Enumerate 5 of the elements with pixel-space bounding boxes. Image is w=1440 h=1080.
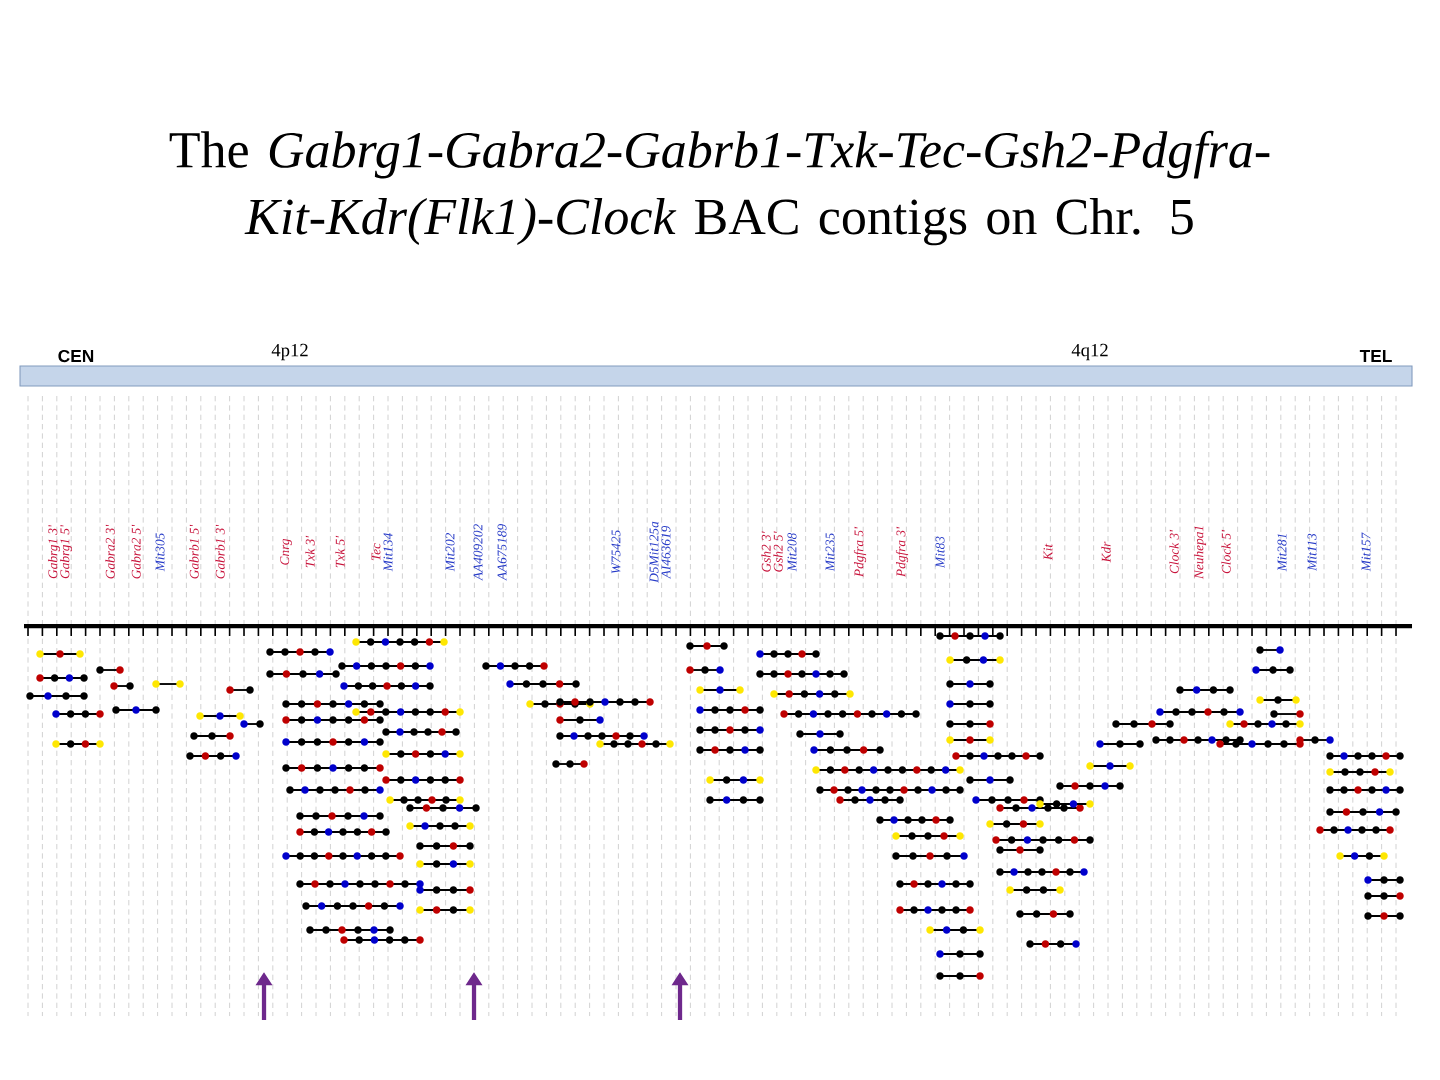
band-label: TEL — [1359, 350, 1392, 362]
band-label: CEN — [58, 349, 94, 363]
band-label: 4q12 — [1071, 343, 1108, 361]
band-label: 4p12 — [271, 343, 308, 361]
title: The Gabrg1-Gabra2-Gabrb1-Txk-Tec-Gsh2-Pdgfra-Kit-Kdr(Flk1)-Clock BAC contigs on Chr. 5 — [169, 130, 1270, 246]
